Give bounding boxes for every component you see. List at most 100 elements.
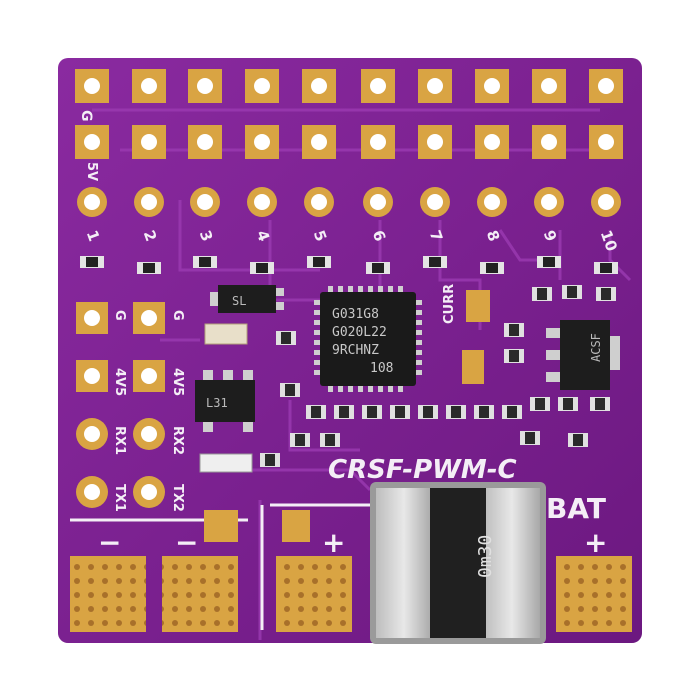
side-pad-hole (84, 368, 100, 384)
signal-pad-hole (84, 194, 100, 210)
board-title: CRSF-PWM-C (328, 455, 517, 485)
mcu-line-2: G020L22 (332, 325, 387, 340)
header-pad-hole (197, 78, 213, 94)
smd-part-body (311, 406, 321, 418)
power-pad-bat (556, 556, 632, 632)
smd-part-body (509, 350, 519, 362)
power-pad-gnd-1 (70, 556, 146, 632)
pos-tab-pad (282, 510, 310, 542)
gnd-tab-pad (204, 510, 238, 542)
side-pad-hole (141, 484, 157, 500)
header-pad-hole (541, 134, 557, 150)
left-pin-label: TX1 (112, 484, 127, 512)
mcu-pin (338, 386, 343, 392)
resistor-body (429, 257, 441, 267)
smd-part-body (367, 406, 377, 418)
passive-components (199, 285, 616, 473)
smd-part-body (281, 332, 291, 344)
signal-pad-hole (427, 194, 443, 210)
mcu-pin (338, 286, 343, 292)
signal-pad-hole (484, 194, 500, 210)
left-pin-label: 4V5 (112, 368, 127, 396)
plus-sign-bat: + (584, 526, 607, 559)
header-pad-hole (370, 78, 386, 94)
mcu-line-1: G031G8 (332, 307, 379, 322)
smd-part-body (507, 406, 517, 418)
right-pin-label: G (170, 310, 185, 321)
mcu-pin (378, 286, 383, 292)
signal-pad-hole (541, 194, 557, 210)
capacitor (204, 323, 248, 345)
mcu-pin (416, 300, 422, 305)
channel-resistors (80, 256, 618, 274)
mcu-pin (416, 320, 422, 325)
shunt-resistor: 0m30 (370, 482, 546, 644)
mcu-pin (314, 320, 320, 325)
smd-part-body (535, 398, 545, 410)
power-pad-pos-out (276, 556, 352, 632)
header-pad-hole (197, 134, 213, 150)
left-pin-label: G (112, 310, 127, 321)
side-pad-hole (141, 368, 157, 384)
test-pad (462, 350, 484, 384)
smd-part-body (509, 324, 519, 336)
shunt-marking: 0m30 (475, 535, 496, 578)
header-pad-hole (311, 134, 327, 150)
header-pad-hole (254, 78, 270, 94)
resistor-body (486, 263, 498, 273)
header-pad-hole (141, 78, 157, 94)
smd-part-body (479, 406, 489, 418)
resistor-body (313, 257, 325, 267)
plus-sign-out: + (322, 526, 345, 559)
signal-pad-hole (311, 194, 327, 210)
mcu-pin (314, 310, 320, 315)
smd-part-body (601, 288, 611, 300)
mcu-pin (416, 370, 422, 375)
bat-label: BAT (546, 492, 606, 525)
header-pad-hole (311, 78, 327, 94)
power-pad-gnd-2 (162, 556, 238, 632)
smd-part-body (339, 406, 349, 418)
right-pin-label: TX2 (170, 484, 185, 512)
right-pin-label: RX2 (170, 426, 185, 455)
ldo-marking: L31 (206, 396, 228, 410)
mcu-pin (328, 286, 333, 292)
mcu-line-3: 9RCHNZ (332, 343, 379, 358)
smd-part-body (423, 406, 433, 418)
minus-sign-2: − (175, 526, 198, 559)
smd-part-body (567, 286, 577, 298)
side-pad-hole (84, 426, 100, 442)
header-pad-hole (427, 78, 443, 94)
header-pad-hole (598, 78, 614, 94)
signal-pad-hole (598, 194, 614, 210)
mcu-pin (416, 340, 422, 345)
mcu-pin (314, 350, 320, 355)
mcu-pin (314, 370, 320, 375)
mcu-pin (314, 300, 320, 305)
resistor-body (143, 263, 155, 273)
mcu-pin (388, 286, 393, 292)
signal-pad-hole (370, 194, 386, 210)
smd-part-body (325, 434, 335, 446)
side-pad-hole (141, 310, 157, 326)
mcu-pin (416, 350, 422, 355)
side-pad-hole (84, 310, 100, 326)
mcu-pin (378, 386, 383, 392)
mcu-pin (398, 386, 403, 392)
mcu-pin (368, 286, 373, 292)
mcu-pin (398, 286, 403, 292)
smd-part-body (595, 398, 605, 410)
side-pads (76, 302, 165, 508)
mcu-pin (368, 386, 373, 392)
led (199, 453, 253, 473)
header-pad-hole (427, 134, 443, 150)
header-pads (75, 69, 623, 217)
signal-pad-hole (254, 194, 270, 210)
resistor-body (600, 263, 612, 273)
smd-part-body (265, 454, 275, 466)
smd-part-body (573, 434, 583, 446)
mcu-pin (348, 286, 353, 292)
curr-pad (466, 290, 490, 322)
